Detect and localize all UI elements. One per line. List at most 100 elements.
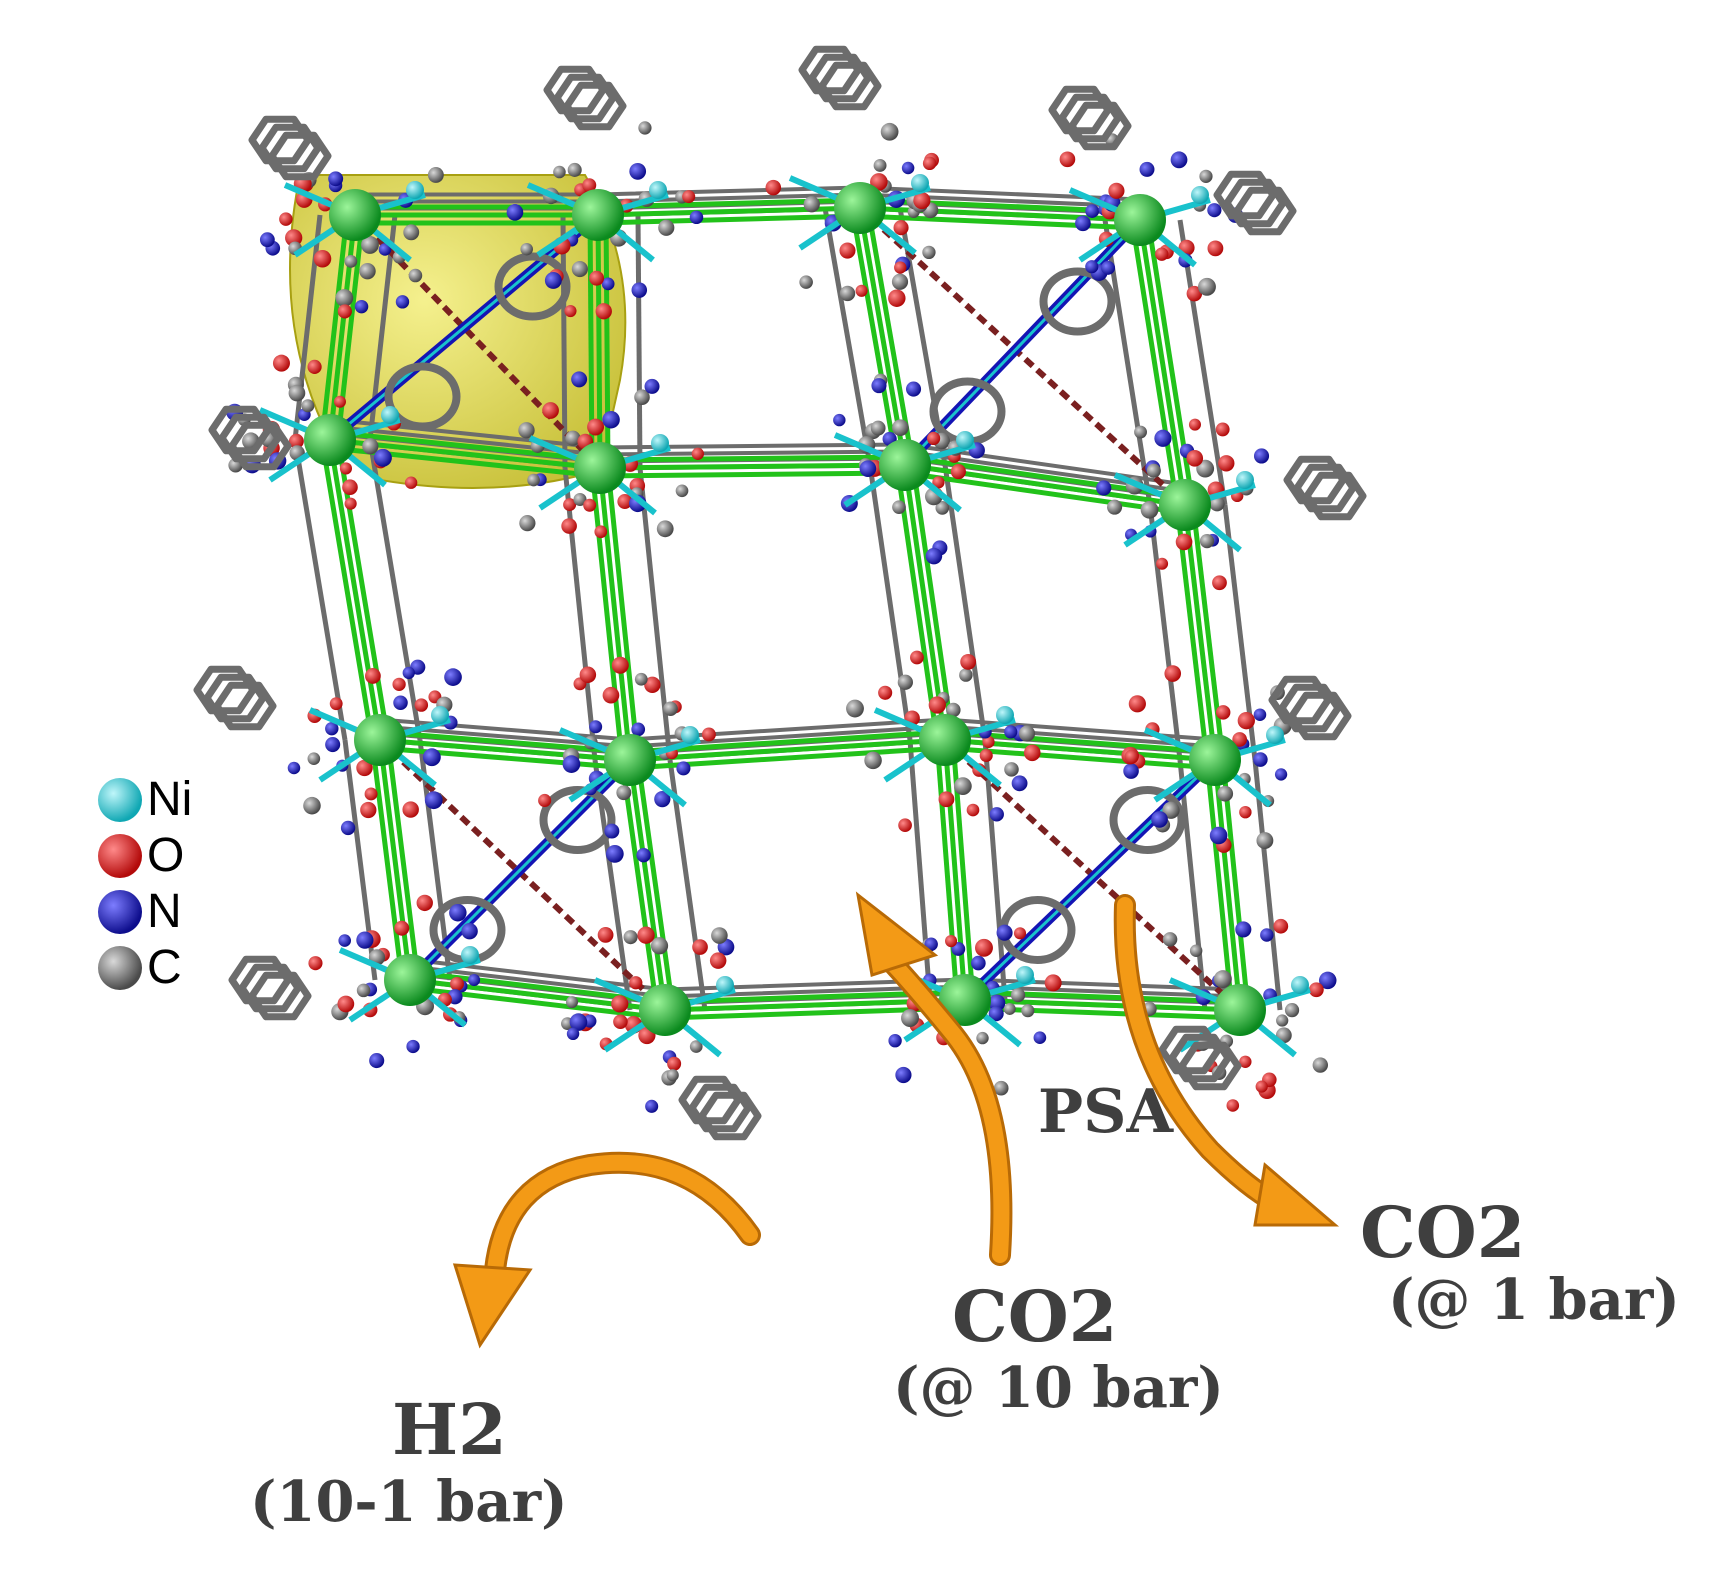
atom	[369, 1053, 385, 1069]
atom	[905, 381, 922, 397]
phenyl-ring	[1283, 455, 1347, 505]
nickel-atom	[649, 181, 667, 199]
atom	[1003, 1002, 1016, 1015]
atom	[629, 976, 643, 990]
atom	[1235, 921, 1252, 938]
ligand-chain	[378, 717, 632, 742]
framework-bond	[599, 454, 906, 463]
atom	[565, 996, 579, 1009]
atom	[394, 920, 410, 936]
framework-bond	[619, 759, 660, 1011]
node-sphere	[939, 974, 991, 1026]
atom	[803, 196, 820, 213]
atom	[354, 299, 369, 314]
legend-sphere-c	[98, 946, 142, 990]
node-sphere	[384, 954, 436, 1006]
atom	[895, 1066, 912, 1084]
atom	[538, 793, 552, 808]
phenyl-ring	[208, 405, 272, 455]
atom	[408, 268, 423, 283]
atom	[1237, 712, 1255, 730]
legend-label-ni: Ni	[147, 773, 193, 826]
ligand-chain	[822, 207, 873, 466]
node-sphere	[639, 984, 691, 1036]
atom	[553, 165, 566, 179]
ligand-chain	[292, 214, 323, 441]
atom	[1085, 204, 1100, 218]
phenyl-ring	[808, 53, 872, 103]
atom	[925, 547, 943, 565]
atom	[342, 479, 358, 496]
atom	[645, 1099, 659, 1113]
atom	[1188, 418, 1201, 431]
atom	[527, 473, 540, 487]
phenyl-ring	[678, 1075, 742, 1125]
atom	[287, 761, 301, 775]
atom	[303, 796, 321, 815]
framework-bond	[849, 207, 900, 466]
atom	[901, 161, 915, 175]
atom	[1139, 161, 1155, 177]
atom	[1033, 1031, 1047, 1045]
atom	[597, 927, 614, 943]
atom	[946, 702, 961, 718]
atom	[910, 650, 924, 665]
h2-out-arrow	[487, 1154, 758, 1278]
atom	[563, 498, 577, 512]
atom	[364, 787, 378, 801]
atom	[362, 438, 379, 455]
atom	[611, 656, 629, 674]
atom	[629, 162, 647, 180]
atom	[360, 801, 377, 819]
atom	[404, 476, 418, 489]
legend-sphere-o	[98, 834, 142, 878]
atom	[611, 995, 629, 1013]
atom	[402, 666, 415, 680]
atom	[1154, 429, 1172, 447]
atom	[1156, 557, 1169, 570]
atom	[996, 924, 1013, 941]
atom	[449, 903, 467, 922]
atom	[922, 245, 936, 260]
phenyl-ring	[1178, 1041, 1242, 1091]
atom	[839, 285, 856, 302]
atom	[1013, 927, 1027, 940]
atom	[898, 818, 912, 833]
nickel-atom	[1291, 976, 1309, 994]
atom	[932, 476, 945, 489]
atom	[667, 1056, 682, 1071]
atom	[544, 272, 562, 289]
atom	[339, 462, 353, 475]
framework-bond	[605, 467, 641, 761]
ligand-chain	[1147, 504, 1183, 761]
nickel-atom	[651, 434, 669, 452]
node-sphere	[919, 714, 971, 766]
atom	[393, 695, 408, 711]
atom	[589, 270, 605, 286]
atom	[561, 518, 577, 534]
pyridyl-ring	[1039, 267, 1116, 336]
phenyl-ring	[1268, 675, 1332, 725]
atom	[468, 974, 481, 987]
framework-bond	[964, 989, 1241, 1005]
atom	[1218, 455, 1235, 472]
pyridyl-ring	[384, 362, 461, 431]
atom	[634, 389, 650, 406]
atom	[308, 956, 323, 971]
atom	[656, 520, 674, 538]
atom	[1162, 801, 1180, 819]
atom	[1274, 768, 1288, 781]
atom	[450, 977, 464, 991]
atom	[966, 803, 980, 817]
atom	[1212, 575, 1227, 591]
atom	[259, 232, 275, 248]
phenyl-ring	[218, 413, 282, 463]
atom	[1276, 1014, 1289, 1027]
h2-out-arrow-head	[452, 1263, 533, 1349]
framework-bond	[1190, 504, 1226, 761]
co2-in-arrow	[872, 942, 1010, 1263]
atom	[422, 748, 441, 767]
phenyl-ring	[213, 681, 277, 731]
framework-bond	[1212, 759, 1243, 1011]
